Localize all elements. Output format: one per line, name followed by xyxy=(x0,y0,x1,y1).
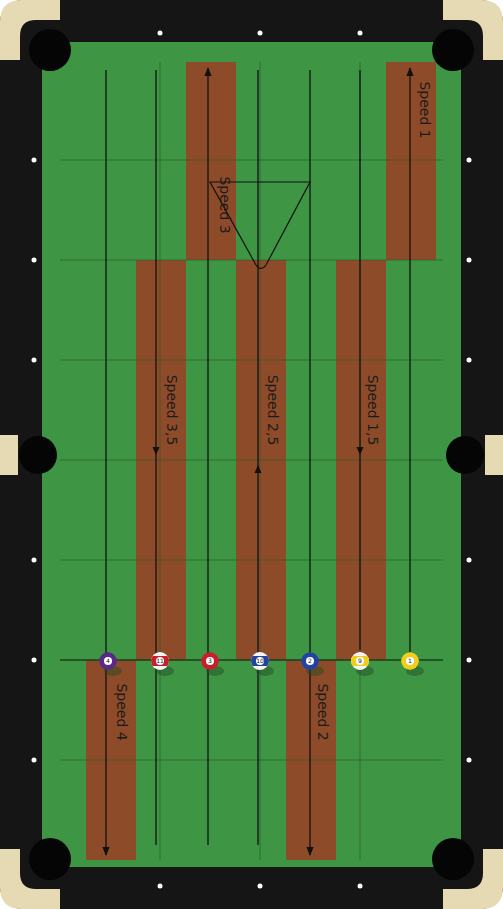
ball-path xyxy=(309,70,310,855)
ball-path xyxy=(207,68,208,845)
speed-band: Speed 2 xyxy=(286,660,336,860)
ball-number-disc xyxy=(306,657,314,665)
direction-arrow xyxy=(153,447,160,455)
head-string xyxy=(60,659,443,660)
pool-ball xyxy=(401,652,419,670)
ball-number: 10 xyxy=(256,658,264,664)
rack-triangle xyxy=(210,182,310,269)
speed-label: Speed 3 xyxy=(217,176,233,233)
speed-label: Speed 2,5 xyxy=(265,375,281,446)
pool-ball xyxy=(151,652,169,670)
pool-ball xyxy=(201,652,219,670)
speed-label: Speed 1 xyxy=(417,81,433,138)
ball-number: 4 xyxy=(106,658,110,664)
ball-number-disc xyxy=(256,657,264,665)
ball-path xyxy=(409,68,410,655)
ball-shadow xyxy=(256,666,274,676)
speed-label: Speed 4 xyxy=(114,683,130,740)
ball-path xyxy=(359,70,360,650)
direction-arrow xyxy=(255,465,262,473)
ball-number-disc xyxy=(104,657,112,665)
speed-label: Speed 1,5 xyxy=(365,375,381,446)
ball-shadow xyxy=(206,666,224,676)
speed-label: Speed 3,5 xyxy=(164,375,180,446)
speed-band: Speed 3 xyxy=(186,62,236,260)
table-cloth xyxy=(42,42,461,867)
ball-shadow xyxy=(406,666,424,676)
ball-number-disc xyxy=(206,657,214,665)
speed-band: Speed 2,5 xyxy=(236,260,286,660)
speed-band: Speed 1,5 xyxy=(336,260,386,660)
ball-number: 1 xyxy=(408,658,412,664)
speed-band: Speed 4 xyxy=(86,660,136,860)
pool-ball xyxy=(99,652,117,670)
pool-ball xyxy=(351,652,369,670)
ball-number-disc xyxy=(156,657,164,665)
ball-shadow xyxy=(156,666,174,676)
rail-diamonds xyxy=(32,31,472,889)
ball-number-disc xyxy=(356,657,364,665)
ball-shadow xyxy=(306,666,324,676)
ball-number: 3 xyxy=(208,658,212,664)
ball-shadow xyxy=(104,666,122,676)
speed-label: Speed 2 xyxy=(315,683,331,740)
speed-band: Speed 3,5 xyxy=(136,260,186,660)
ball-number: 2 xyxy=(308,658,312,664)
direction-arrow xyxy=(357,447,364,455)
ball-number: 11 xyxy=(156,658,164,664)
ball-path xyxy=(155,70,156,845)
grid-lines xyxy=(60,62,443,860)
pool-ball xyxy=(251,652,269,670)
speed-band: Speed 1 xyxy=(386,62,436,260)
ball-shadow xyxy=(356,666,374,676)
pool-ball xyxy=(301,652,319,670)
ball-paths xyxy=(106,68,410,855)
ball-number-disc xyxy=(406,657,414,665)
ball-number: 9 xyxy=(358,658,362,664)
balls xyxy=(99,652,424,676)
pockets xyxy=(19,29,484,880)
ball-path xyxy=(105,70,106,855)
ball-path xyxy=(257,70,258,845)
